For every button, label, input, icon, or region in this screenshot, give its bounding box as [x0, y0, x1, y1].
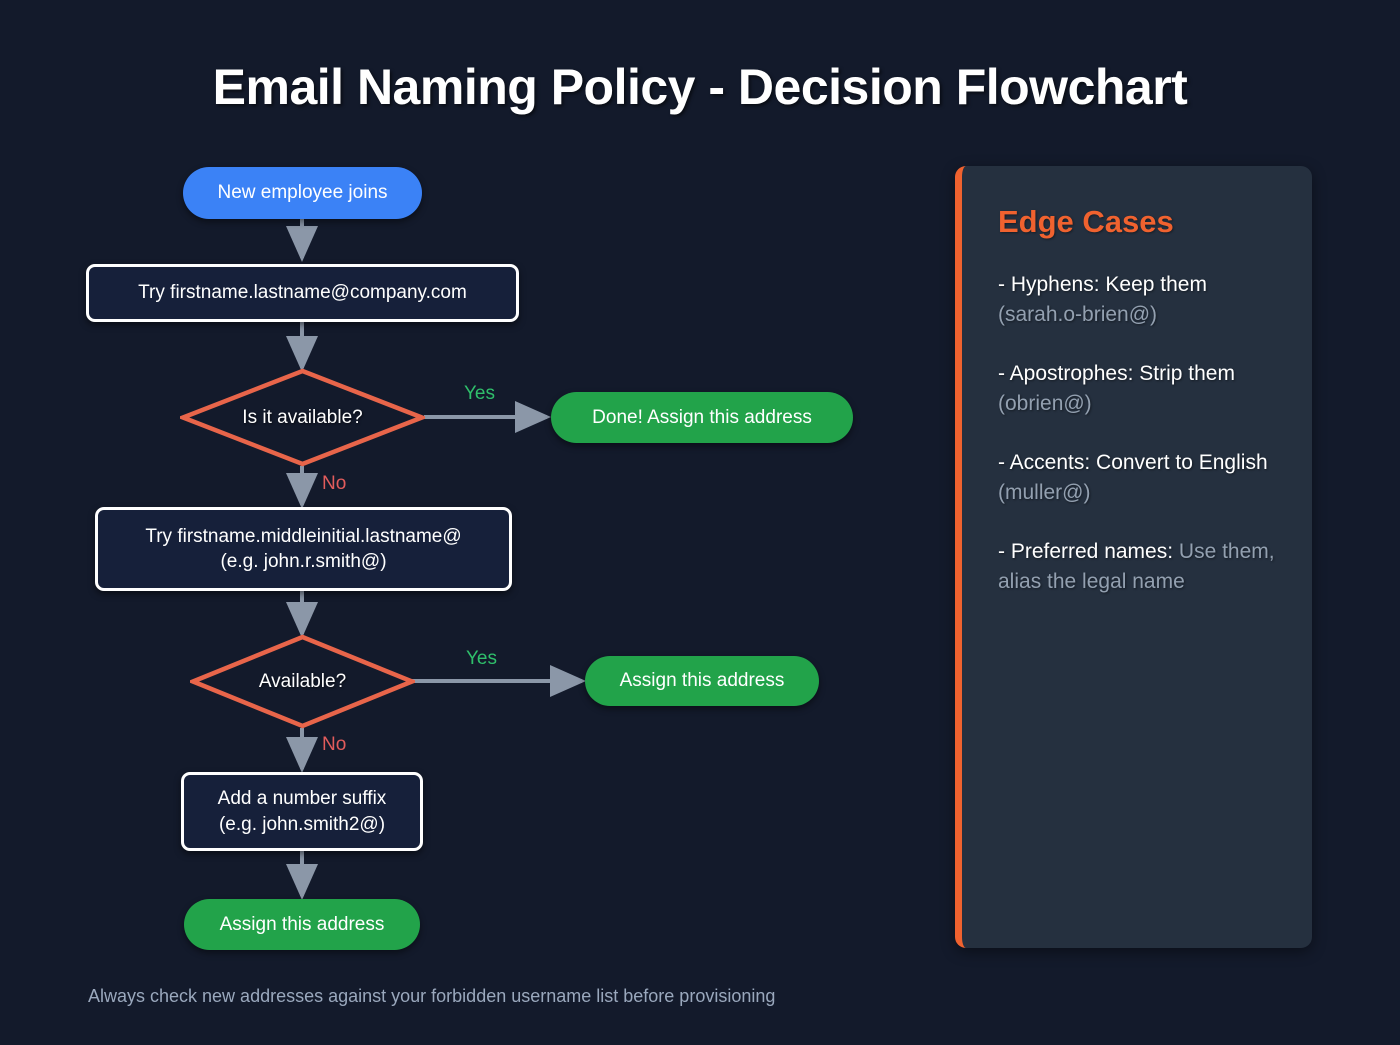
edge-case-label: - Accents: Convert to English: [998, 450, 1268, 474]
edge-case-item-hyphens: - Hyphens: Keep them (sarah.o-brien@): [998, 270, 1278, 331]
edge-case-label: - Hyphens: Keep them: [998, 273, 1207, 296]
edge-label-no-1: No: [322, 473, 347, 494]
node-decision-available[interactable]: Available?: [190, 634, 415, 729]
node-assign-this-address-yes2[interactable]: Assign this address: [585, 656, 819, 706]
edge-case-label: - Apostrophes: Strip them: [998, 361, 1235, 385]
edge-label-no-2: No: [322, 734, 347, 755]
edge-cases-title: Edge Cases: [998, 204, 1174, 239]
edge-case-item-accents: - Accents: Convert to English (muller@): [998, 448, 1278, 509]
edge-case-detail: (sarah.o-brien@): [998, 303, 1158, 327]
node-try-firstname-lastname[interactable]: Try firstname.lastname@company.com: [86, 264, 519, 322]
edge-cases-panel: Edge Cases - Hyphens: Keep them (sarah.o…: [955, 166, 1312, 948]
diamond-shape: [180, 368, 425, 467]
node-add-number-suffix[interactable]: Add a number suffix (e.g. john.smith2@): [181, 772, 423, 851]
page-title: Email Naming Policy - Decision Flowchart: [212, 59, 1188, 115]
edge-case-detail: (muller@): [998, 481, 1091, 505]
footer-note: Always check new addresses against your …: [88, 986, 776, 1006]
decision-label: Is it available?: [242, 406, 363, 428]
node-decision-is-it-available[interactable]: Is it available?: [180, 368, 425, 467]
node-assign-this-address-final[interactable]: Assign this address: [184, 899, 420, 950]
node-try-middleinitial[interactable]: Try firstname.middleinitial.lastname@ (e…: [95, 507, 512, 591]
edge-case-detail: (obrien@): [998, 392, 1092, 416]
decision-label: Available?: [258, 670, 347, 692]
diamond-shape: [190, 634, 415, 729]
edge-case-item-apostrophes: - Apostrophes: Strip them (obrien@): [998, 359, 1278, 420]
edge-case-label: - Preferred names:: [998, 539, 1179, 563]
edge-case-detail: Use them, alias the legal name: [998, 539, 1275, 594]
edge-case-item-preferred-names: - Preferred names: Use them, alias the l…: [998, 537, 1278, 598]
edge-label-yes-2: Yes: [466, 648, 497, 669]
node-done-assign-this-address[interactable]: Done! Assign this address: [551, 392, 853, 443]
edge-label-yes-1: Yes: [464, 383, 495, 404]
node-start-new-employee[interactable]: New employee joins: [183, 167, 422, 219]
